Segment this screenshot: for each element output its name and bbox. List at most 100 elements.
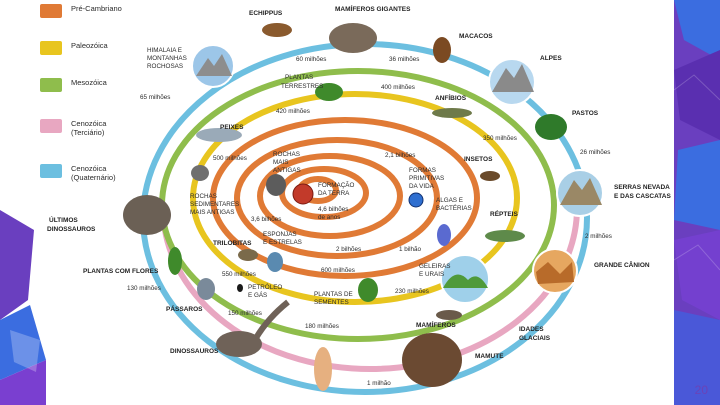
label-flowering-plants: PLANTAS COM FLORES [83,268,159,275]
label-land-plants-2: TERRESTRES [281,83,323,90]
label-sed-rocks-2: SEDIMENTARES [190,201,239,208]
label-insects: INSETOS [464,156,493,163]
seed-plant-icon [358,278,378,302]
legend-label: Pré-Cambriano [71,4,122,13]
legend-swatch [40,78,62,92]
mammal-rodent-icon [436,310,462,320]
label-life-forms-1: FORMAS [409,167,436,174]
pasture-tree-icon [535,114,567,140]
right-decoration [674,0,720,405]
label-oil-2: E GÁS [248,290,267,299]
label-land-plants-1: PLANTAS [285,74,313,81]
blue-orb-icon [408,192,424,208]
mountain-shape [560,178,602,205]
label-350m: 350 milhões [483,135,517,142]
left-decoration [0,0,46,405]
monkey-icon [433,37,451,63]
label-180m: 180 milhões [305,323,339,330]
label-65m: 65 milhões [140,94,170,101]
label-oil-1: PETRÓLEO [248,282,282,291]
label-earth-formation-2: DA TERRA [318,190,350,197]
label-glaciers-2: E URAIS [419,271,444,278]
label-earth-formation-1: FORMAÇÃO [318,180,354,189]
label-sponges-2: E ESTRELAS [263,239,302,246]
legend-item-mesozoic: Mesozóica [40,78,107,92]
mountain-shape [196,54,232,76]
legend-label: Cenozóica (Terciário) [71,119,107,137]
label-oldest-rocks-2: MAIS [273,159,288,166]
sponge-icon [267,252,283,272]
earth-icon [292,183,314,205]
label-1m: 1 milhão [367,380,391,387]
label-26m: 26 milhões [580,149,610,156]
label-oldest-rocks-1: ROCHAS [273,151,300,158]
legend-item-paleozoic: Paleozóica [40,41,108,55]
oldest-rock-icon [266,174,286,196]
legend-swatch [40,119,62,133]
label-echippus: ECHIPPUS [249,10,283,17]
hills-shape [443,274,488,288]
label-life-forms-3: DA VIDA [409,183,435,190]
legend-label: Mesozóica [71,78,107,87]
label-seed-plants-1: PLANTAS DE [314,291,353,298]
canyon-shape [536,262,574,284]
amphibian-icon [432,108,472,118]
rock-icon [191,165,209,181]
label-sponges-1: ESPONJAS [263,231,297,238]
label-420m: 420 milhões [276,108,310,115]
legend-swatch [40,4,62,18]
legend-swatch [40,41,62,55]
plants-icon [315,83,343,101]
human-icon [314,347,332,391]
label-sierras-2: E DAS CASCATAS [614,193,671,200]
label-4-6b-1: 4,6 bilhões [318,206,348,213]
label-algae-2: BACTÉRIAS [436,203,472,212]
label-150m: 150 milhões [228,310,262,317]
label-dinosaurs: DINOSSAUROS [170,348,219,355]
label-500m: 500 milhões [213,155,247,162]
label-grand-canyon: GRANDE CÂNION [594,260,650,269]
label-ice-ages-1: IDADES [519,326,544,333]
label-amphibians: ANFÍBIOS [435,93,467,102]
fish-icon [196,128,242,142]
mountain-shape [492,64,534,92]
dinosaur-sauropod-icon [216,331,262,357]
label-36m: 36 milhões [389,56,419,63]
legend-item-cenozoic-quaternary: Cenozóica (Quaternário) [40,164,116,182]
label-seed-plants-2: SEMENTES [314,299,349,306]
legend-label: Paleozóica [71,41,108,50]
label-60m: 60 milhões [296,56,326,63]
label-2-1b: 2,1 bilhões [385,152,415,159]
label-600m: 600 milhões [321,267,355,274]
label-mammals: MAMÍFEROS [416,320,456,329]
label-trilobites: TRILOBITAS [213,240,252,247]
label-3-6b: 3,6 bilhões [251,216,281,223]
label-himalaya-1: HIMALAIA E [147,47,182,54]
label-last-dinos-2: DINOSSAUROS [47,226,96,233]
label-2m: 2 milhões [585,233,612,240]
trilobite-icon [238,249,258,261]
label-himalaya-3: ROCHOSAS [147,63,183,70]
sauropod-neck [253,299,290,340]
dinosaur-trex-icon [123,195,171,235]
label-giant-mammals: MAMÍFEROS GIGANTES [335,4,411,13]
label-400m: 400 milhões [381,84,415,91]
label-ice-ages-2: GLACIAIS [519,335,551,342]
legend-item-cenozoic-tertiary: Cenozóica (Terciário) [40,119,106,137]
spiral-precambrian [210,117,480,279]
label-alps: ALPES [540,55,562,62]
label-2b: 2 bilhões [336,246,361,253]
label-mammoth: MAMUTE [475,353,504,360]
page-number: 20 [694,383,708,397]
insect-icon [480,171,500,181]
label-glaciers-1: GELEIRAS [419,263,451,270]
label-1b: 1 bilhão [399,246,422,253]
ring-paleozoic [190,91,520,305]
bird-icon [197,278,215,300]
reptile-icon [485,230,525,242]
label-fish: PEIXES [220,124,244,131]
mammoth-icon [402,333,462,387]
label-130m: 130 milhões [127,285,161,292]
